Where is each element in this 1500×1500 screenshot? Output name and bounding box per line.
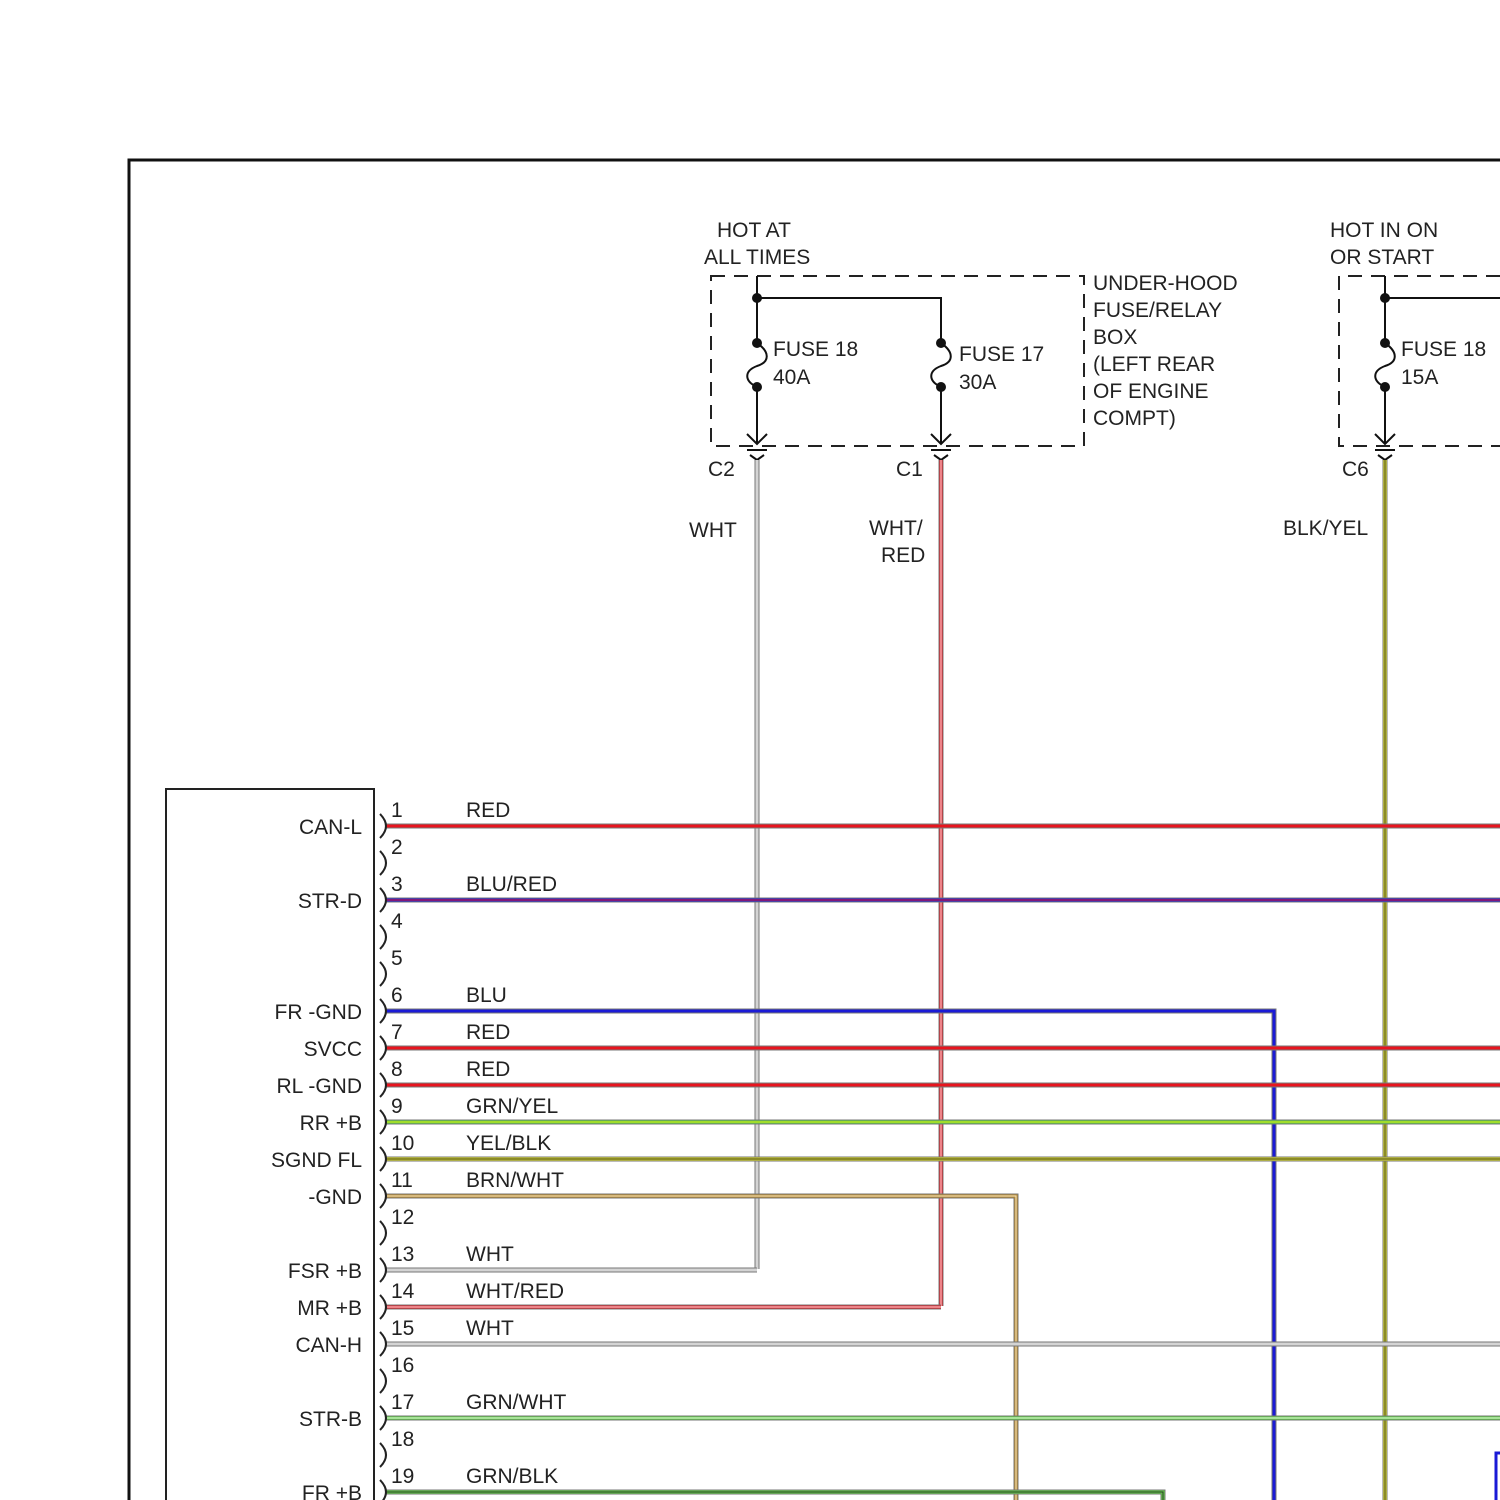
wire-pin-11 bbox=[386, 1196, 1016, 1500]
pin-14-wire-color: WHT/RED bbox=[466, 1280, 564, 1303]
pin-12-number: 12 bbox=[391, 1206, 414, 1229]
pin-6-wire-color: BLU bbox=[466, 984, 507, 1007]
pin-4-number: 4 bbox=[391, 910, 403, 933]
fuse-18-15a-rating: 15A bbox=[1401, 366, 1438, 389]
pin-18-connector-mark bbox=[380, 1443, 386, 1467]
pin-10-wire-color: YEL/BLK bbox=[466, 1132, 551, 1155]
fuse-18-rating: 40A bbox=[773, 366, 810, 389]
pin-9-number: 9 bbox=[391, 1095, 403, 1118]
pin-12-connector-mark bbox=[380, 1221, 386, 1245]
pin-15-number: 15 bbox=[391, 1317, 414, 1340]
hot-in-on-label: HOT IN ON bbox=[1330, 219, 1438, 242]
pin-11-wire-color: BRN/WHT bbox=[466, 1169, 564, 1192]
fuse-box-label-line-1: UNDER-HOOD bbox=[1093, 272, 1238, 295]
pin-8-wire-color: RED bbox=[466, 1058, 510, 1081]
wire-label-blk-yel-c6: BLK/YEL bbox=[1283, 517, 1368, 540]
connector-c6-label: C6 bbox=[1342, 458, 1369, 481]
wire-label-wht-red-c1: WHT/ bbox=[869, 517, 923, 540]
pin-2-connector-mark bbox=[380, 851, 386, 875]
pin-18-number: 18 bbox=[391, 1428, 414, 1451]
pin-14-number: 14 bbox=[391, 1280, 415, 1303]
fuse-box-label-line-4: (LEFT REAR bbox=[1093, 353, 1215, 376]
pin-5-number: 5 bbox=[391, 947, 403, 970]
pin-7-name: SVCC bbox=[304, 1038, 362, 1061]
pin-17-connector-mark bbox=[380, 1406, 386, 1430]
pin-13-number: 13 bbox=[391, 1243, 414, 1266]
fuse-18-15a-name: FUSE 18 bbox=[1401, 338, 1486, 361]
pin-19-name: FR +B bbox=[302, 1482, 362, 1500]
fuse-box-label-line-2: FUSE/RELAY bbox=[1093, 299, 1222, 322]
pin-1-number: 1 bbox=[391, 799, 403, 822]
wire-harness bbox=[386, 460, 1500, 1500]
fuse-box-bus-right bbox=[1385, 276, 1500, 298]
pin-6-number: 6 bbox=[391, 984, 403, 1007]
pin-17-wire-color: GRN/WHT bbox=[466, 1391, 566, 1414]
pin-11-number: 11 bbox=[391, 1169, 413, 1192]
pin-15-name: CAN-H bbox=[296, 1334, 363, 1357]
pin-10-number: 10 bbox=[391, 1132, 414, 1155]
pin-3-number: 3 bbox=[391, 873, 403, 896]
pin-1-connector-mark bbox=[380, 814, 386, 838]
pin-6-connector-mark bbox=[380, 999, 386, 1023]
pin-17-name: STR-B bbox=[299, 1408, 362, 1431]
pin-19-number: 19 bbox=[391, 1465, 414, 1488]
pin-19-wire-color: GRN/BLK bbox=[466, 1465, 558, 1488]
pin-15-connector-mark bbox=[380, 1332, 386, 1356]
pin-10-connector-mark bbox=[380, 1147, 386, 1171]
fuse-box-outline-right bbox=[1339, 276, 1500, 446]
pin-15-wire-color: WHT bbox=[466, 1317, 514, 1340]
fuse-box-label-line-5: OF ENGINE bbox=[1093, 380, 1209, 403]
pin-8-name: RL -GND bbox=[276, 1075, 362, 1098]
pin-19-connector-mark bbox=[380, 1480, 386, 1500]
pin-9-name: RR +B bbox=[300, 1112, 362, 1135]
pin-7-wire-color: RED bbox=[466, 1021, 510, 1044]
pin-17-number: 17 bbox=[391, 1391, 414, 1414]
pin-8-connector-mark bbox=[380, 1073, 386, 1097]
pin-14-connector-mark bbox=[380, 1295, 386, 1319]
pin-6-name: FR -GND bbox=[275, 1001, 363, 1024]
hot-in-on-label-2: OR START bbox=[1330, 246, 1434, 269]
pin-3-connector-mark bbox=[380, 888, 386, 912]
fuse-18-40a bbox=[747, 298, 767, 460]
fuse-box-bus-left bbox=[757, 276, 941, 340]
fuse-17-name: FUSE 17 bbox=[959, 343, 1044, 366]
pin-16-connector-mark bbox=[380, 1369, 386, 1393]
hot-at-all-times-label: HOT AT bbox=[717, 219, 791, 242]
pin-13-name: FSR +B bbox=[288, 1260, 362, 1283]
pin-8-number: 8 bbox=[391, 1058, 403, 1081]
pin-11-name: -GND bbox=[308, 1186, 362, 1209]
pin-13-wire-color: WHT bbox=[466, 1243, 514, 1266]
fuse-box-label-line-6: COMPT) bbox=[1093, 407, 1176, 430]
fuse-box-label-line-3: BOX bbox=[1093, 326, 1137, 349]
wire-label-wht-c2: WHT bbox=[689, 519, 737, 542]
hot-at-all-times-label-2: ALL TIMES bbox=[704, 246, 810, 269]
pin-11-connector-mark bbox=[380, 1184, 386, 1208]
pin-2-number: 2 bbox=[391, 836, 403, 859]
fuse-18-name: FUSE 18 bbox=[773, 338, 858, 361]
pin-4-connector-mark bbox=[380, 925, 386, 949]
connected-component-edge bbox=[1496, 1453, 1500, 1500]
connector-c1-label: C1 bbox=[896, 458, 923, 481]
wire-label-wht-red-c1-2: RED bbox=[881, 544, 925, 567]
pin-3-wire-color: BLU/RED bbox=[466, 873, 557, 896]
pin-14-name: MR +B bbox=[297, 1297, 362, 1320]
connector-c2-label: C2 bbox=[708, 458, 735, 481]
pin-16-number: 16 bbox=[391, 1354, 414, 1377]
pin-7-connector-mark bbox=[380, 1036, 386, 1060]
pin-9-connector-mark bbox=[380, 1110, 386, 1134]
pin-3-name: STR-D bbox=[298, 890, 362, 913]
fuse-17-rating: 30A bbox=[959, 371, 996, 394]
wire-pin-19 bbox=[386, 1492, 1163, 1500]
pin-5-connector-mark bbox=[380, 962, 386, 986]
pin-10-name: SGND FL bbox=[271, 1149, 362, 1172]
pin-1-wire-color: RED bbox=[466, 799, 510, 822]
pin-13-connector-mark bbox=[380, 1258, 386, 1282]
pin-7-number: 7 bbox=[391, 1021, 403, 1044]
pin-9-wire-color: GRN/YEL bbox=[466, 1095, 558, 1118]
fuse-18-15a bbox=[1375, 298, 1395, 460]
pin-1-name: CAN-L bbox=[299, 816, 362, 839]
fuse-17-30a bbox=[931, 338, 951, 460]
